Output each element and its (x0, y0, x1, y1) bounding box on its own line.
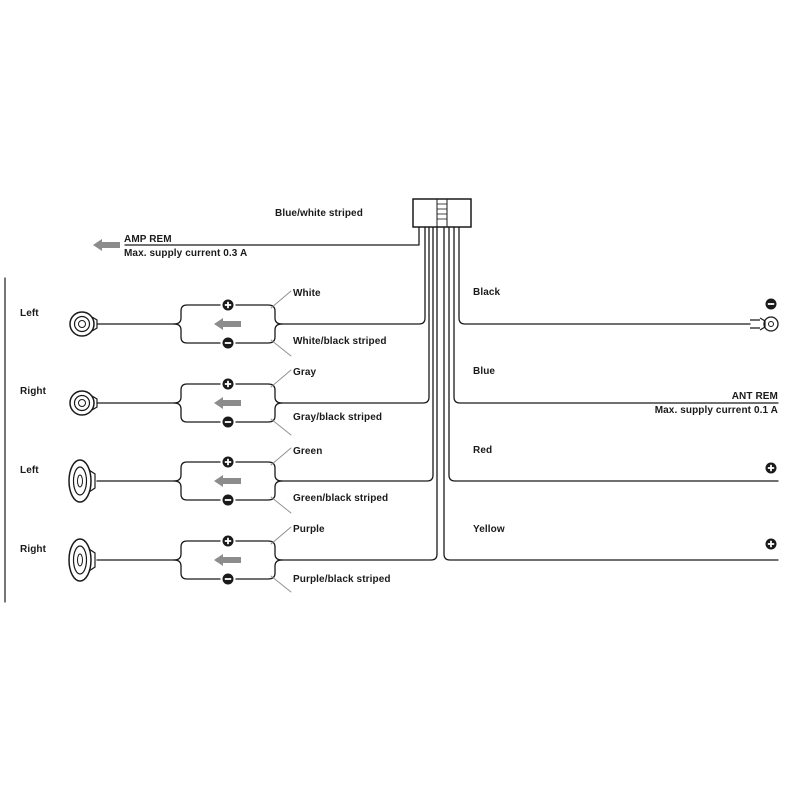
speaker-side-label-rear-left: Left (20, 465, 39, 476)
speaker-front-left-minus-right (235, 323, 283, 344)
blue-white-wire (124, 226, 420, 246)
speaker-rear-left-minus-icon (222, 494, 234, 506)
yellow-positive-icon (765, 538, 777, 550)
yellow-wire (443, 226, 779, 561)
purple-black-wire-label: Purple/black striped (293, 574, 391, 585)
speaker-front-left-minus-left (173, 323, 221, 344)
speaker-rear-left-minus-right (235, 480, 283, 501)
speaker-front-left-icon (69, 311, 98, 337)
leader-minus-front-left (270, 339, 292, 357)
white-wire-label: White (293, 288, 321, 299)
speaker-front-right-plus-icon (222, 378, 234, 390)
leader-plus-front-left (270, 290, 292, 309)
speaker-rear-right-minus-icon (222, 573, 234, 585)
ant-rem-label: ANT REM (731, 391, 778, 402)
speaker-front-left-plus-right (235, 304, 283, 325)
speaker-rear-left-trunk (281, 226, 434, 482)
green-black-wire-label: Green/black striped (293, 493, 389, 504)
speaker-front-right-arrow (214, 397, 241, 409)
leader-minus-rear-right (270, 575, 292, 593)
speaker-rear-right-minus-right (235, 559, 283, 580)
speaker-rear-right-plus-right (235, 540, 283, 561)
purple-wire-label: Purple (293, 524, 325, 535)
ground-ring-terminal-icon (750, 316, 779, 332)
speaker-front-right-minus-left (173, 402, 221, 423)
leader-plus-rear-left (270, 447, 292, 466)
amp-rem-label: AMP REM (124, 234, 172, 245)
red-wire (448, 226, 779, 482)
speaker-front-right-plus-left (173, 383, 221, 404)
speaker-rear-left-plus-icon (222, 456, 234, 468)
speaker-front-left-arrow (214, 318, 241, 330)
speaker-rear-left-minus-left (173, 480, 221, 501)
leader-plus-front-right (270, 369, 292, 388)
blue-wire (453, 226, 779, 404)
black-wire-label: Black (473, 287, 501, 298)
blue-wire-label: Blue (473, 366, 496, 377)
speaker-rear-left-icon (68, 459, 96, 503)
speaker-front-right-minus-right (235, 402, 283, 423)
speaker-side-label-front-right: Right (20, 386, 47, 397)
black-wire (458, 226, 751, 325)
speaker-front-right-plus-right (235, 383, 283, 404)
leader-minus-front-right (270, 418, 292, 436)
speaker-rear-left-plus-left (173, 461, 221, 482)
speaker-front-left-trunk (281, 226, 426, 325)
speaker-front-right-minus-icon (222, 416, 234, 428)
red-wire-label: Red (473, 445, 493, 456)
speaker-front-left-plus-icon (222, 299, 234, 311)
gray-wire-label: Gray (293, 367, 317, 378)
green-wire-label: Green (293, 446, 323, 457)
speaker-front-left-minus-icon (222, 337, 234, 349)
speaker-rear-right-icon (68, 538, 96, 582)
white-black-wire-label: White/black striped (293, 336, 387, 347)
harness-connector (412, 198, 472, 228)
red-positive-icon (765, 462, 777, 474)
speaker-side-label-front-left: Left (20, 308, 39, 319)
amp-rem-arrow (93, 239, 120, 251)
amp-rem-current-label: Max. supply current 0.3 A (124, 248, 248, 259)
ant-rem-current-label: Max. supply current 0.1 A (654, 405, 778, 416)
speaker-front-left-plus-left (173, 304, 221, 325)
speaker-front-right-trunk (281, 226, 430, 404)
leader-plus-rear-right (270, 526, 292, 545)
speaker-rear-left-plus-right (235, 461, 283, 482)
yellow-wire-label: Yellow (473, 524, 505, 535)
speaker-side-label-rear-right: Right (20, 544, 47, 555)
ground-minus-icon (765, 298, 777, 310)
leader-minus-rear-left (270, 496, 292, 514)
gray-black-wire-label: Gray/black striped (293, 412, 383, 423)
speaker-rear-right-trunk (281, 226, 438, 561)
speaker-rear-right-arrow (214, 554, 241, 566)
speaker-rear-right-plus-left (173, 540, 221, 561)
speaker-rear-left-arrow (214, 475, 241, 487)
blue-white-wire-label: Blue/white striped (275, 208, 363, 219)
speaker-rear-right-minus-left (173, 559, 221, 580)
speaker-front-right-icon (69, 390, 98, 416)
speaker-rear-right-plus-icon (222, 535, 234, 547)
